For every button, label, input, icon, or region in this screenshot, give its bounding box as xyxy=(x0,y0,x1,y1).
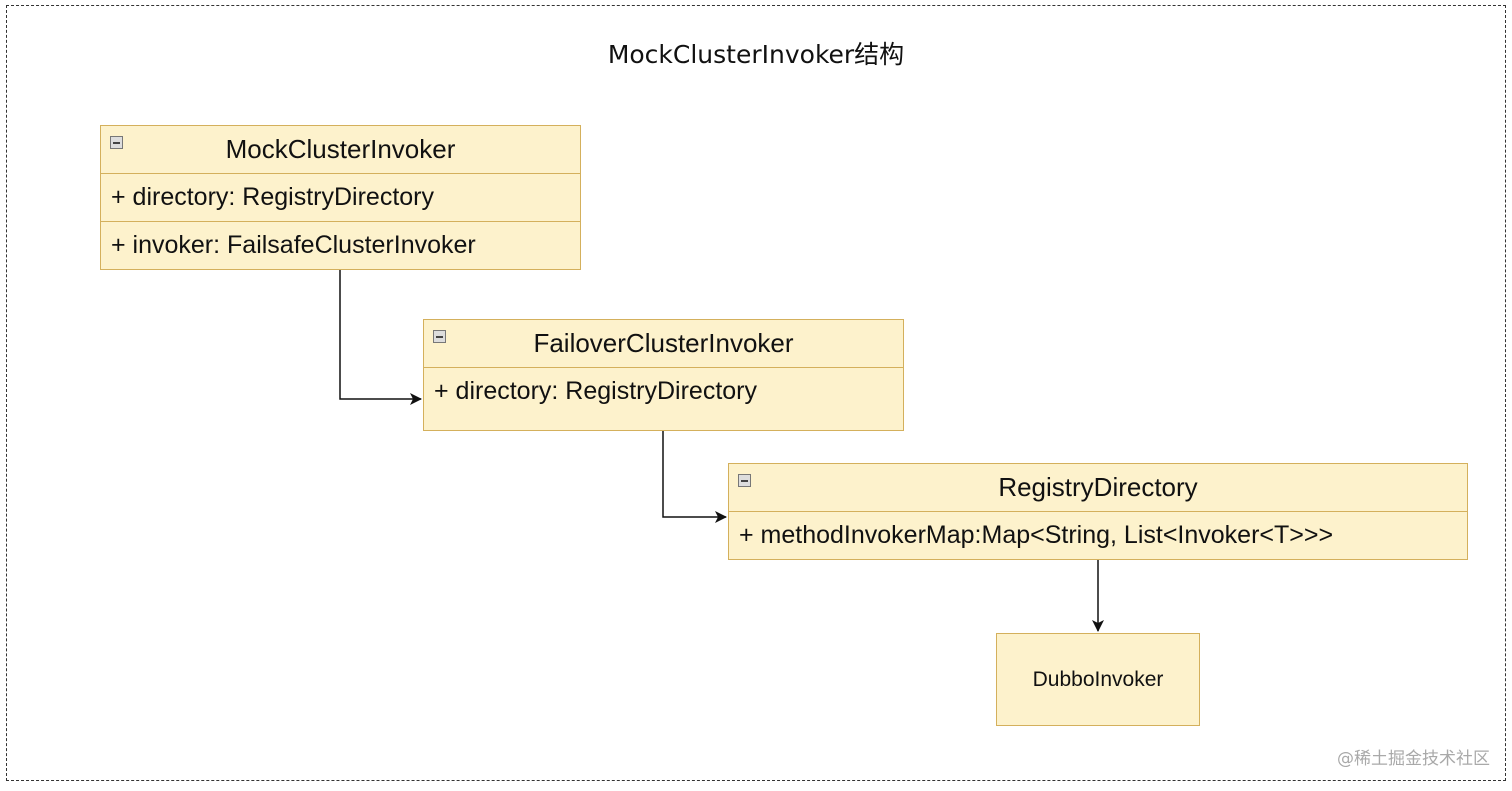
collapse-icon[interactable] xyxy=(110,136,123,149)
diagram-title: MockClusterInvoker结构 xyxy=(607,40,905,69)
node-field: + directory: RegistryDirectory xyxy=(434,377,757,405)
node-title: MockClusterInvoker xyxy=(225,134,456,164)
node-field: + directory: RegistryDirectory xyxy=(101,174,580,222)
node-header: FailoverClusterInvoker xyxy=(424,320,903,368)
collapse-icon[interactable] xyxy=(433,330,446,343)
node-mock-cluster-invoker[interactable]: MockClusterInvoker + directory: Registry… xyxy=(100,125,581,270)
edge-failover-to-registry xyxy=(662,431,727,523)
node-title: RegistryDirectory xyxy=(998,472,1198,502)
node-field: + invoker: FailsafeClusterInvoker xyxy=(111,231,476,259)
watermark: @稀土掘金技术社区 xyxy=(1337,749,1490,769)
node-registry-directory[interactable]: RegistryDirectory + methodInvokerMap:Map… xyxy=(728,463,1468,560)
node-dubbo-invoker[interactable]: DubboInvoker xyxy=(996,633,1200,726)
edge-mock-to-failover xyxy=(339,270,422,405)
node-field: + methodInvokerMap:Map<String, List<Invo… xyxy=(739,521,1334,549)
node-title: FailoverClusterInvoker xyxy=(533,328,794,358)
node-title: DubboInvoker xyxy=(1032,667,1164,691)
collapse-icon[interactable] xyxy=(738,474,751,487)
node-failover-cluster-invoker[interactable]: FailoverClusterInvoker + directory: Regi… xyxy=(423,319,904,431)
node-header: RegistryDirectory xyxy=(729,464,1467,512)
diagram-frame xyxy=(6,5,1506,781)
node-header: MockClusterInvoker xyxy=(101,126,580,174)
